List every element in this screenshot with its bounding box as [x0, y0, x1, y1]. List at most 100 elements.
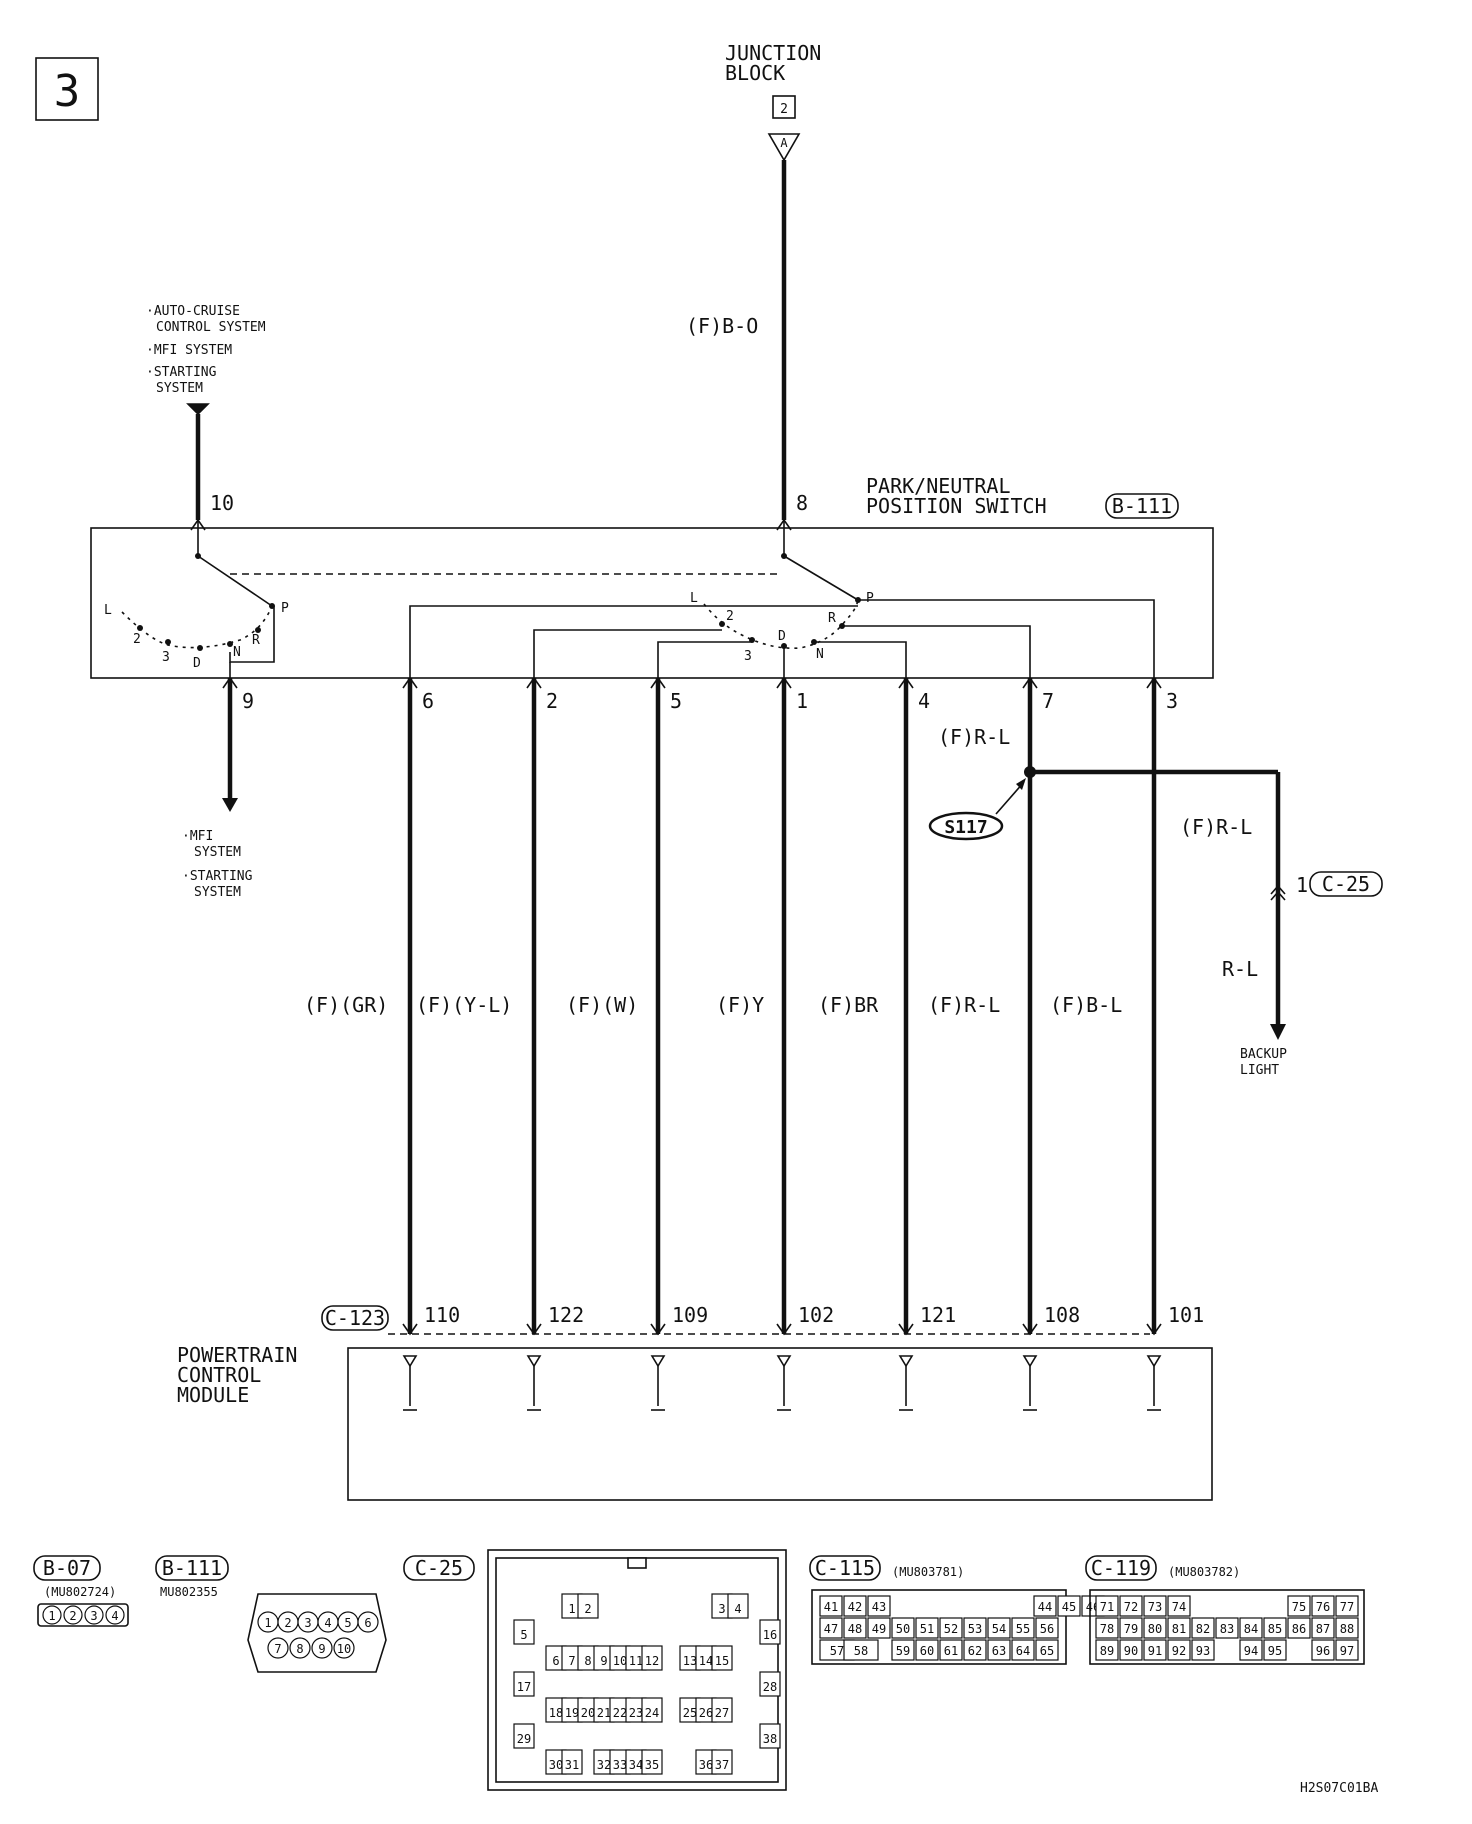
- pin-9: 9: [242, 689, 254, 713]
- c119-pin: 84: [1244, 1622, 1258, 1636]
- c115-pin: 44: [1038, 1600, 1052, 1614]
- lower-note-line: ·MFI: [182, 829, 213, 844]
- b111-pin: 8: [296, 1642, 303, 1656]
- c25-pin: 7: [568, 1654, 575, 1668]
- c25-pin: 18: [549, 1706, 563, 1720]
- c25-pin: 37: [715, 1758, 729, 1772]
- c115-pin: 47: [824, 1622, 838, 1636]
- junction-block-terminal: A: [780, 136, 788, 150]
- c115-pin: 64: [1016, 1644, 1030, 1658]
- c25-pin: 28: [763, 1680, 777, 1694]
- b07-part: (MU802724): [44, 1585, 116, 1599]
- pos-L: L: [104, 603, 112, 618]
- switch-pin: 2: [546, 689, 558, 713]
- c25-pin: 13: [683, 1654, 697, 1668]
- c25-pin: 38: [763, 1732, 777, 1746]
- backup-wire-label: (F)R-L: [1180, 815, 1252, 839]
- c25-pin: 22: [613, 1706, 627, 1720]
- c119-pin: 74: [1172, 1600, 1186, 1614]
- c25-pin: 26: [699, 1706, 713, 1720]
- c25-pin: 29: [517, 1732, 531, 1746]
- pos-3: 3: [744, 649, 752, 664]
- figure-code: H2S07C01BA: [1300, 1781, 1378, 1796]
- pcm-line-1: POWERTRAIN: [177, 1343, 297, 1367]
- c119-pin: 71: [1100, 1600, 1114, 1614]
- c25-pin: 36: [699, 1758, 713, 1772]
- c25-pin: 31: [565, 1758, 579, 1772]
- wire-color: (F)(W): [566, 993, 638, 1017]
- pos-P: P: [866, 591, 874, 606]
- c25-pin: 12: [645, 1654, 659, 1668]
- c119-pin: 83: [1220, 1622, 1234, 1636]
- c115-pin: 63: [992, 1644, 1006, 1658]
- c25-pin: 3: [718, 1602, 725, 1616]
- upper-note-line: ·MFI SYSTEM: [146, 343, 232, 358]
- c119-pin: 75: [1292, 1600, 1306, 1614]
- c119-id: C-119: [1091, 1556, 1151, 1580]
- c115-pin: 54: [992, 1622, 1006, 1636]
- switch-box: [90, 527, 1214, 679]
- c115-pin: 57: [830, 1644, 844, 1658]
- pos-R: R: [252, 633, 260, 648]
- c25-pin: 30: [549, 1758, 563, 1772]
- c119-pin: 90: [1124, 1644, 1138, 1658]
- wire-color: (F)BR: [818, 993, 879, 1017]
- switch-to-pcm-wires: 6(F)(GR)1102(F)(Y-L)1225(F)(W)1091(F)Y10…: [304, 676, 1204, 1411]
- c119-pin: 97: [1340, 1644, 1354, 1658]
- junction-block-title-2: BLOCK: [725, 61, 785, 85]
- c25-pin: 24: [645, 1706, 659, 1720]
- pcm-pin: 108: [1044, 1303, 1080, 1327]
- c115-pin: 62: [968, 1644, 982, 1658]
- pos-N: N: [816, 647, 824, 662]
- c25-pin: 34: [629, 1758, 643, 1772]
- c115-pin: 48: [848, 1622, 862, 1636]
- c119-pin: 77: [1340, 1600, 1354, 1614]
- c119-pin: 73: [1148, 1600, 1162, 1614]
- c25-pin: 10: [613, 1654, 627, 1668]
- b111-id: B-111: [162, 1556, 222, 1580]
- b07-pin: 4: [111, 1609, 118, 1623]
- c25-pin: 33: [613, 1758, 627, 1772]
- c25-pin: 6: [552, 1654, 559, 1668]
- c115-pin: 50: [896, 1622, 910, 1636]
- c119-pin: 95: [1268, 1644, 1282, 1658]
- c119-pin: 96: [1316, 1644, 1330, 1658]
- switch-pin: 3: [1166, 689, 1178, 713]
- backup-connector: C-25: [1322, 872, 1370, 896]
- pos-N: N: [233, 645, 241, 660]
- wire-color: (F)Y: [716, 993, 764, 1017]
- pcm-line-2: CONTROL: [177, 1363, 261, 1387]
- c115-pin: 61: [944, 1644, 958, 1658]
- pin-10: 10: [210, 491, 234, 515]
- upper-note-line: CONTROL SYSTEM: [156, 320, 266, 335]
- upper-note-line: SYSTEM: [156, 381, 203, 396]
- left-selector: L 2 3 D N R P: [104, 553, 289, 678]
- c25-pin: 1: [568, 1602, 575, 1616]
- junction-block: JUNCTION BLOCK 2 A: [725, 41, 821, 162]
- b07-pin: 1: [48, 1609, 55, 1623]
- backup-pin: 1: [1296, 873, 1308, 897]
- c119-pin: 82: [1196, 1622, 1210, 1636]
- c119-pin: 85: [1268, 1622, 1282, 1636]
- c115-pin: 65: [1040, 1644, 1054, 1658]
- c119-pin: 87: [1316, 1622, 1330, 1636]
- b111-pin: 7: [274, 1642, 281, 1656]
- c115-pin: 51: [920, 1622, 934, 1636]
- b07-pin: 3: [90, 1609, 97, 1623]
- pos-D: D: [193, 656, 201, 671]
- c119-part: (MU803782): [1168, 1565, 1240, 1579]
- junction-block-title-1: JUNCTION: [725, 41, 821, 65]
- splice-wire-label: (F)R-L: [938, 725, 1010, 749]
- c119-pin: 91: [1148, 1644, 1162, 1658]
- wire-color: (F)B-L: [1050, 993, 1122, 1017]
- pos-2: 2: [133, 632, 141, 647]
- c25-pin: 27: [715, 1706, 729, 1720]
- c119-pin: 78: [1100, 1622, 1114, 1636]
- backup-dest-1: BACKUP: [1240, 1047, 1287, 1062]
- c25-pin: 8: [584, 1654, 591, 1668]
- switch-pin: 7: [1042, 689, 1054, 713]
- lower-note-line: ·STARTING: [182, 869, 253, 884]
